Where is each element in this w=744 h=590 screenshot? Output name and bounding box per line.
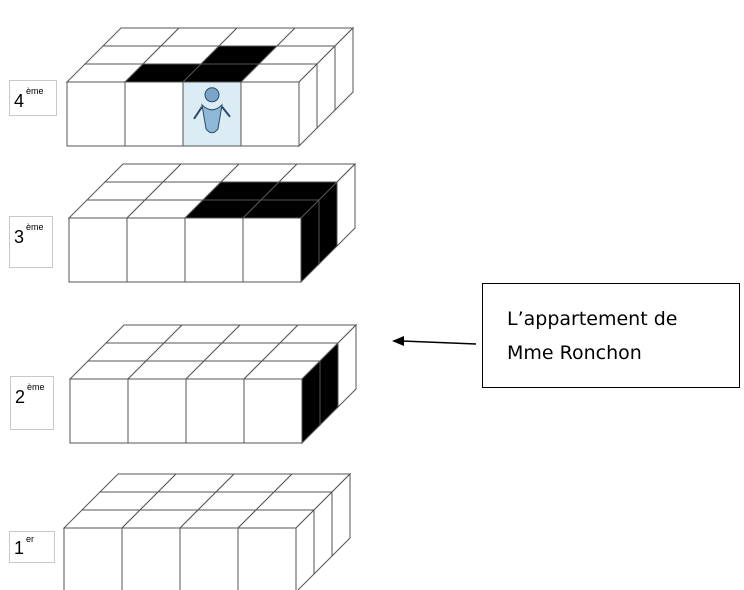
floor-2-front-cell [243,378,303,444]
floor-4-front-cell [124,81,184,147]
floor-1-front-cell [237,527,297,590]
character-head [204,87,220,103]
floor-3-front-cell [126,217,186,283]
floor-3-front-cell [242,217,302,283]
floor-2-front-cell [185,378,245,444]
floor-2-front-cell [69,378,129,444]
floor-2-front-cell [127,378,187,444]
callout-line-2: Mme Ronchon [507,342,642,364]
character-arms [193,106,231,120]
floor-3-side-cell [336,162,356,248]
floor-4-side-cell [334,26,354,112]
floor-3-front-cell [184,217,244,283]
callout-box: L’appartement de Mme Ronchon [482,283,740,388]
floor-4-front-cell [66,81,126,147]
character-body [201,103,223,134]
floor-1-side-cell [331,472,351,558]
callout-line-1: L’appartement de [507,308,678,330]
callout-arrow-line [401,340,477,345]
floor-1-front-cell [179,527,239,590]
floor-1-front-cell [63,527,123,590]
floor-3-front-cell [68,217,128,283]
floor-1-front-cell [121,527,181,590]
floor-2-side-cell [337,323,357,409]
callout-arrow-head [392,336,404,346]
floor-4-front-cell [240,81,300,147]
